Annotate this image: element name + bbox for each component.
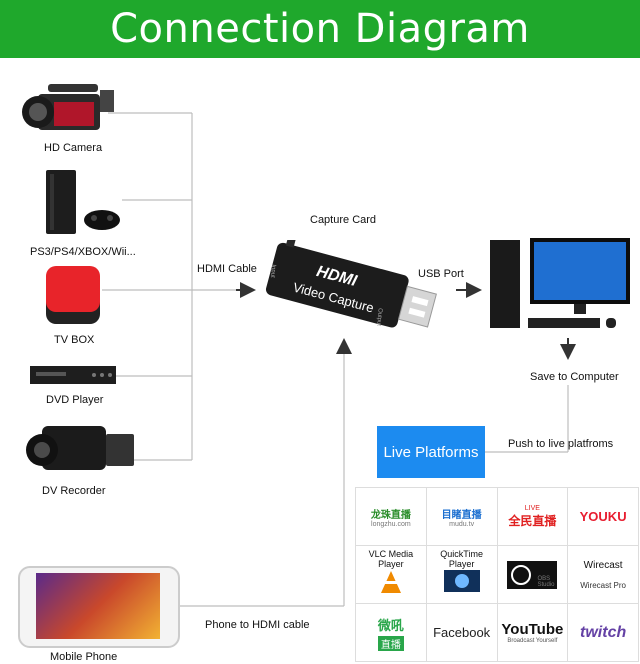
- quicktime-screen-icon: [443, 569, 480, 592]
- platform-obs: OBS Studio: [497, 546, 569, 604]
- platform-name: 微吼: [377, 617, 404, 633]
- platform-name: YOUKU: [579, 509, 627, 524]
- platform-name: VLC Media Player: [368, 549, 414, 569]
- platform-name: 全民直播: [508, 513, 557, 528]
- platform-name: twitch: [580, 623, 627, 641]
- platform-sub: longzhu.com: [371, 520, 411, 528]
- platform-name: YouTube: [501, 621, 564, 638]
- platform-quanmin: LIVE 全民直播: [497, 488, 569, 546]
- hd-camera-icon: [22, 84, 114, 130]
- platform-name: OBS Studio: [537, 576, 555, 588]
- console-label: PS3/PS4/XBOX/Wii...: [30, 246, 136, 258]
- hd-camera-label: HD Camera: [44, 142, 103, 154]
- platform-youtube: YouTube Broadcast Yourself: [497, 604, 569, 662]
- platform-sub: 直播: [377, 635, 404, 651]
- dv-recorder-icon: [26, 426, 134, 470]
- platform-name: 龙珠直播: [370, 509, 411, 521]
- game-console-icon: [46, 170, 120, 234]
- live-platforms-label: Live Platforms: [383, 443, 479, 461]
- dvd-player-icon: [30, 366, 116, 384]
- platform-sub: LIVE: [524, 504, 540, 512]
- platform-sub: mudu.tv: [449, 520, 475, 528]
- platform-quicktime: QuickTime Player: [426, 546, 498, 604]
- platform-logo-grid: 龙珠直播 longzhu.com 目睹直播 mudu.tv LIVE 全民直播 …: [355, 487, 639, 662]
- platform-longzhu: 龙珠直播 longzhu.com: [356, 488, 427, 546]
- platform-sub: Wirecast Pro: [580, 580, 627, 590]
- platform-name: 目睹直播: [441, 509, 482, 521]
- computer-icon: [490, 238, 630, 328]
- platform-name: Wirecast: [583, 559, 623, 571]
- phone-to-hdmi-label: Phone to HDMI cable: [205, 619, 310, 631]
- save-to-computer-label: Save to Computer: [530, 371, 619, 383]
- capture-card-input-mark: Input: [269, 264, 277, 278]
- dv-recorder-label: DV Recorder: [42, 485, 106, 497]
- title-banner: Connection Diagram: [0, 0, 640, 58]
- hdmi-cable-label: HDMI Cable: [197, 263, 257, 275]
- mobile-phone-label: Mobile Phone: [50, 651, 118, 663]
- platform-mudu: 目睹直播 mudu.tv: [426, 488, 498, 546]
- vlc-cone-icon: [380, 570, 401, 593]
- live-platforms-box: Live Platforms: [377, 426, 485, 478]
- page-title: Connection Diagram: [110, 6, 530, 52]
- tv-box-label: TV BOX: [54, 334, 95, 346]
- platform-name: Facebook: [433, 625, 491, 640]
- platform-vlc: VLC Media Player: [356, 546, 427, 604]
- usb-port-label: USB Port: [418, 268, 464, 280]
- capture-card-label: Capture Card: [310, 214, 377, 226]
- tv-box-icon: [46, 266, 100, 324]
- obs-logo-icon: [507, 560, 558, 589]
- platform-facebook: Facebook: [426, 604, 498, 662]
- capture-card-device: HDMI Video Capture Input Output: [256, 235, 446, 355]
- platform-weihou: 微吼 直播: [356, 604, 427, 662]
- platform-name: QuickTime Player: [440, 549, 483, 569]
- platform-twitch: twitch: [568, 604, 639, 662]
- dvd-player-label: DVD Player: [46, 394, 104, 406]
- platform-youku: YOUKU: [568, 488, 639, 546]
- push-live-label: Push to live platfroms: [508, 438, 614, 450]
- platform-wirecast: Wirecast Wirecast Pro: [568, 546, 639, 604]
- mobile-phone-icon: [18, 566, 180, 648]
- capture-card-icon: [265, 235, 437, 328]
- platform-sub: Broadcast Yourself: [507, 638, 558, 644]
